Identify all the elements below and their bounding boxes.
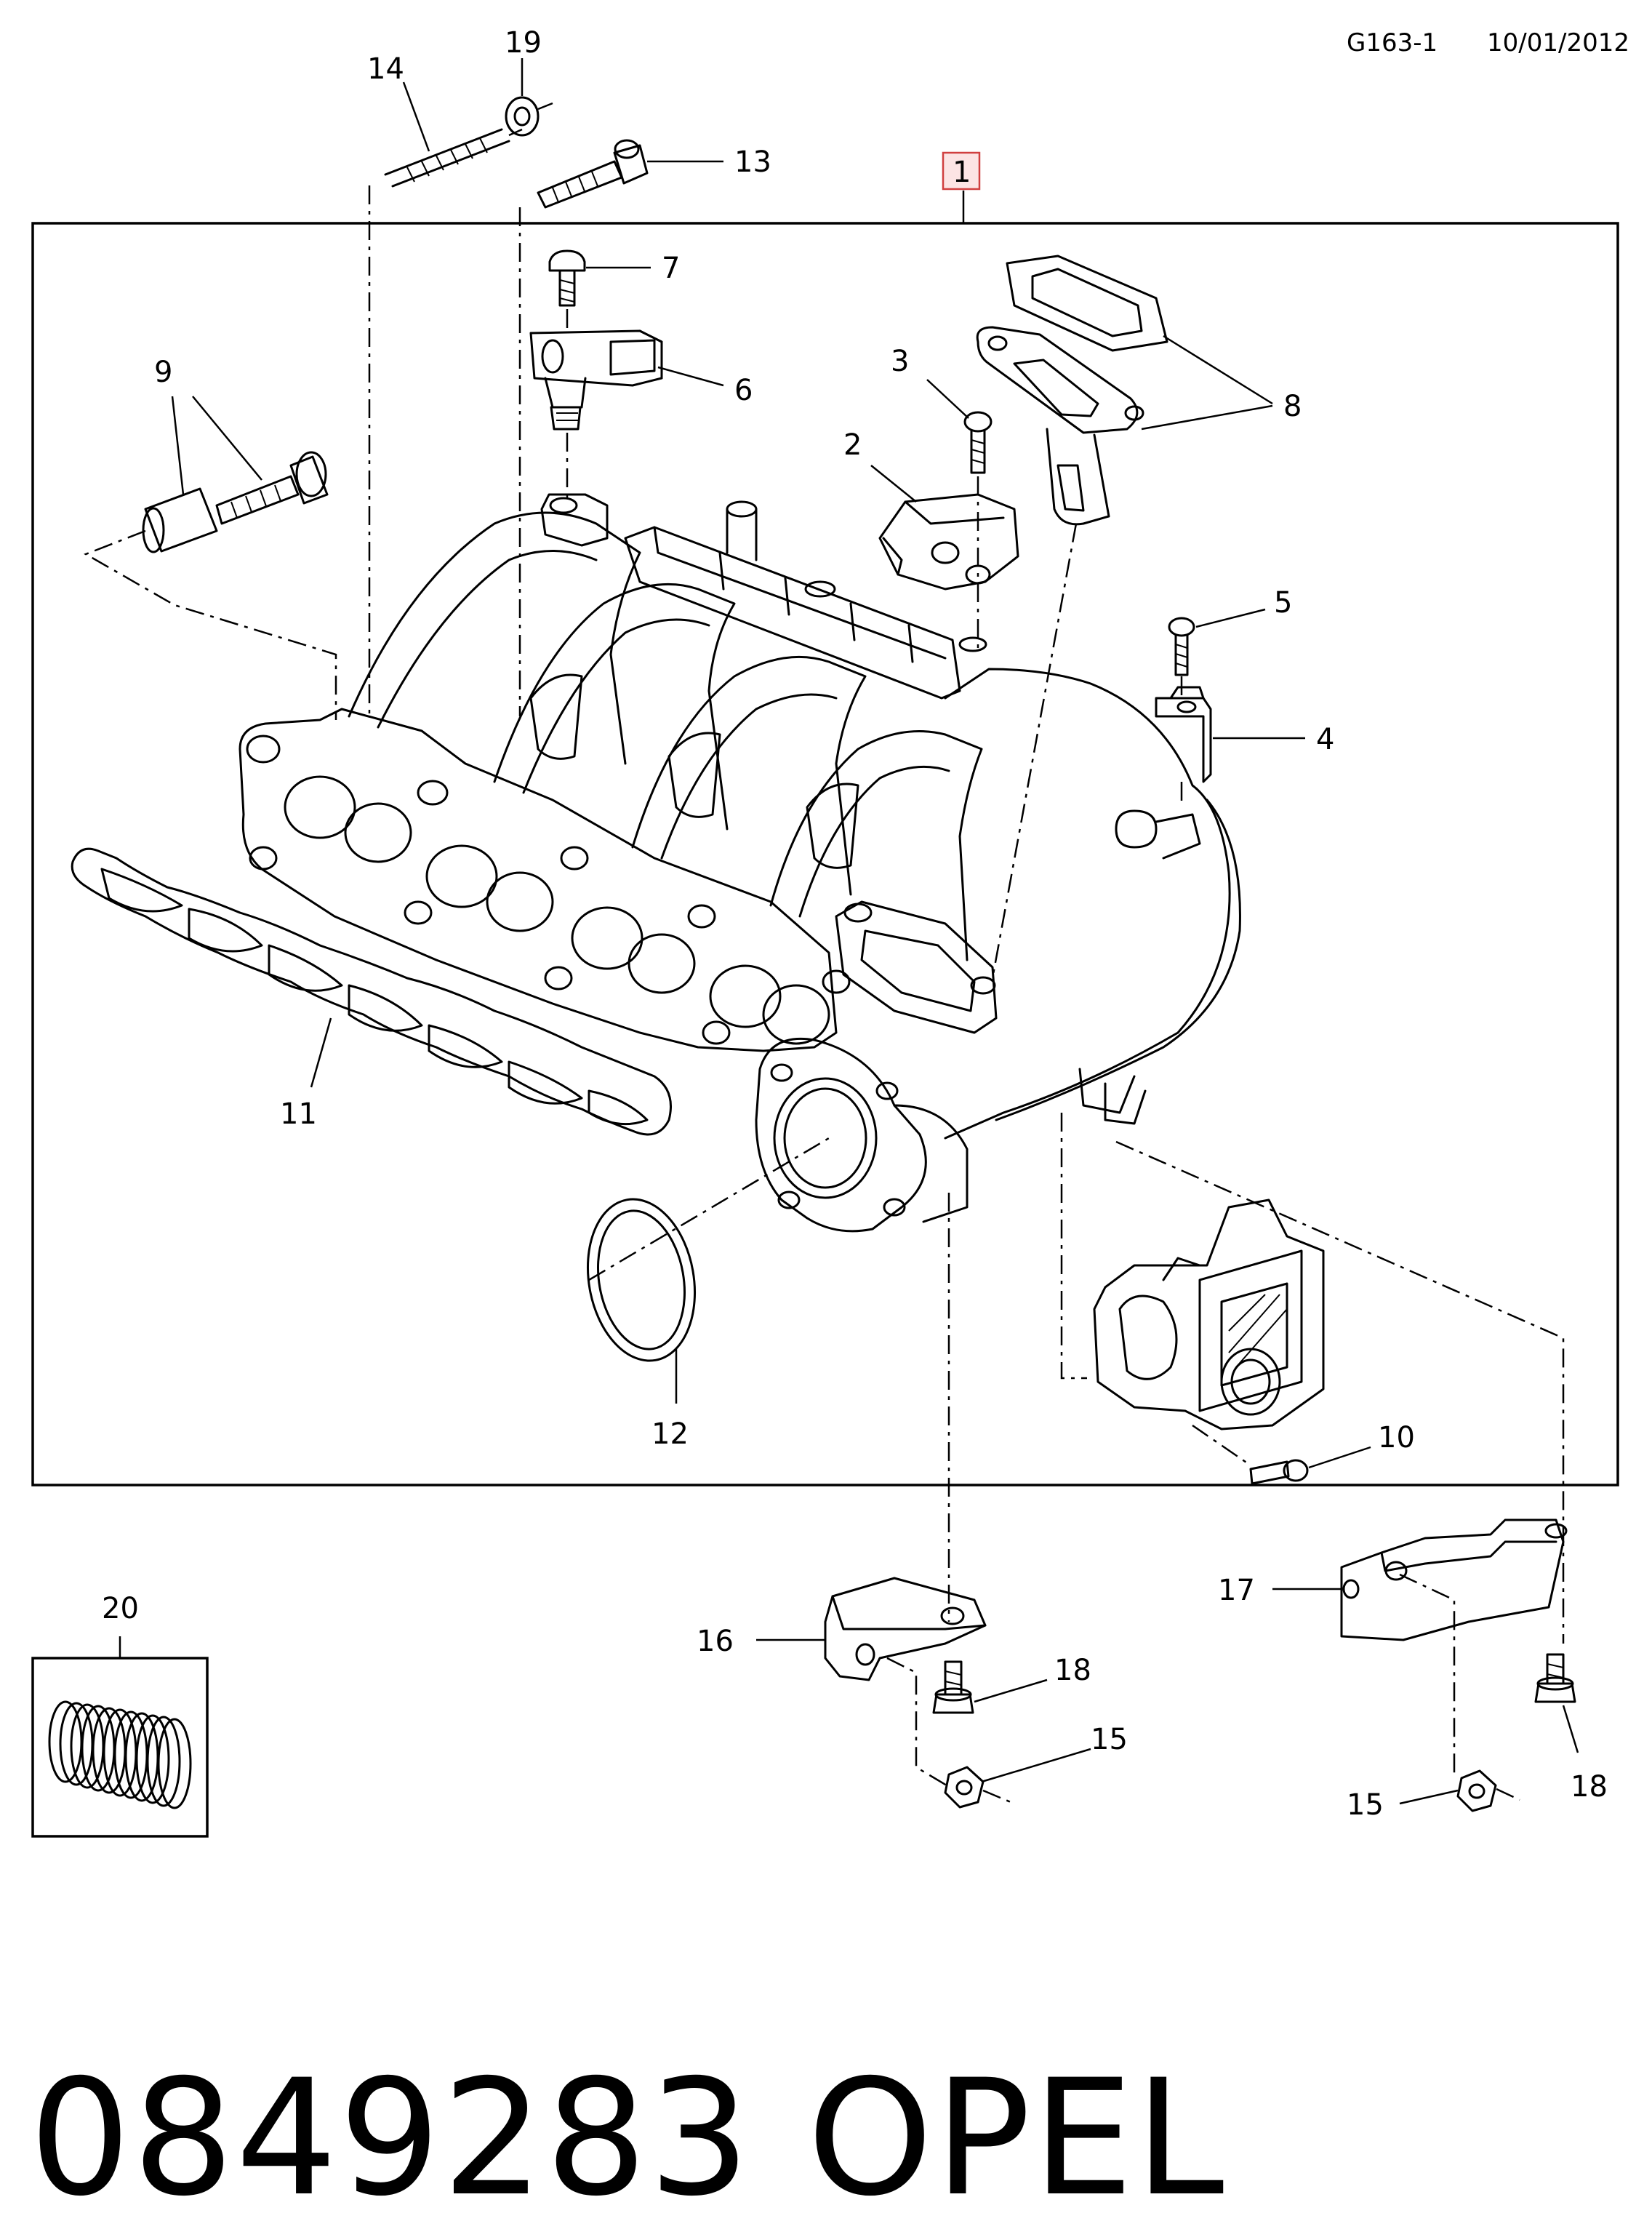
align-8 xyxy=(991,523,1078,979)
part-20-hose[interactable] xyxy=(48,1700,192,1809)
callout-16: 16 xyxy=(697,1625,734,1658)
part-3-screw[interactable] xyxy=(963,411,993,474)
part-18-bolt-b[interactable] xyxy=(1534,1653,1576,1703)
align-10 xyxy=(1192,1424,1251,1467)
leader-15a xyxy=(981,1748,1091,1783)
leader-15b xyxy=(1399,1789,1459,1805)
leader-9 xyxy=(171,396,262,495)
part-15-nut-b[interactable] xyxy=(1456,1769,1497,1812)
part-6-map-sensor[interactable] xyxy=(529,329,663,431)
leader-14 xyxy=(402,81,430,152)
leader-18b xyxy=(1562,1705,1579,1753)
callout-15a: 15 xyxy=(1091,1723,1128,1756)
part-2-bracket[interactable] xyxy=(878,493,1019,591)
callout-5: 5 xyxy=(1274,586,1292,620)
part-number: 0849283 xyxy=(29,2045,752,2231)
leader-11 xyxy=(310,1017,332,1088)
align-throttle-left xyxy=(1060,1113,1087,1380)
part-16-bracket[interactable] xyxy=(824,1577,987,1681)
assembly-callout-box[interactable] xyxy=(942,151,981,191)
callout-7: 7 xyxy=(662,252,680,285)
align-15a xyxy=(886,1657,1011,1804)
leader-2 xyxy=(870,465,917,503)
part-14-stud[interactable] xyxy=(384,128,523,188)
part-12-throttle-seal[interactable] xyxy=(576,1190,707,1369)
align-9 xyxy=(84,529,337,720)
leader-10 xyxy=(1308,1446,1371,1469)
part-17-bracket[interactable] xyxy=(1340,1518,1568,1641)
part-5-screw[interactable] xyxy=(1168,617,1195,676)
diagram-date: 10/01/2012 xyxy=(1487,28,1629,57)
part-9-stud-spacer[interactable] xyxy=(142,451,329,553)
assembly-frame xyxy=(31,222,1619,1486)
intake-manifold[interactable] xyxy=(238,493,1241,1233)
callout-14: 14 xyxy=(367,52,404,86)
callout-19: 19 xyxy=(505,26,542,60)
part-11-manifold-gasket[interactable] xyxy=(71,847,672,1136)
leader-6 xyxy=(657,366,724,387)
part-4-clip[interactable] xyxy=(1155,686,1212,783)
callout-1: 1 xyxy=(953,156,971,189)
part-19-nut[interactable] xyxy=(505,96,553,137)
callout-20: 20 xyxy=(102,1592,139,1625)
brand-name: OPEL xyxy=(807,2045,1226,2231)
callout-11: 11 xyxy=(280,1097,317,1131)
part-18-bolt-a[interactable] xyxy=(932,1660,974,1714)
callout-18b: 18 xyxy=(1571,1770,1608,1804)
leader-5 xyxy=(1195,608,1266,628)
part-throttle-body[interactable] xyxy=(1093,1198,1325,1430)
callout-2: 2 xyxy=(843,428,862,462)
callout-8: 8 xyxy=(1283,390,1302,423)
leader-18a xyxy=(974,1678,1048,1703)
callout-17: 17 xyxy=(1218,1574,1255,1607)
part-8-gaskets[interactable] xyxy=(976,255,1168,526)
leader-3 xyxy=(926,379,969,419)
part-15-nut-a[interactable] xyxy=(944,1766,985,1809)
callout-3: 3 xyxy=(891,345,909,378)
diagram-code: G163-1 xyxy=(1347,28,1438,57)
part-13-bolt[interactable] xyxy=(537,139,649,209)
align-12 xyxy=(588,1137,830,1281)
leader-8 xyxy=(1141,335,1273,431)
part-7-screw[interactable] xyxy=(548,249,586,307)
part-20-box xyxy=(31,1657,209,1838)
callout-4: 4 xyxy=(1316,723,1334,756)
callout-13: 13 xyxy=(734,145,771,179)
callout-15b: 15 xyxy=(1347,1788,1384,1822)
callout-18a: 18 xyxy=(1054,1654,1091,1687)
align-15b xyxy=(1399,1573,1520,1801)
align-throttle-right xyxy=(1115,1140,1565,1527)
callout-12: 12 xyxy=(651,1417,689,1451)
callout-10: 10 xyxy=(1378,1421,1415,1454)
callout-6: 6 xyxy=(734,374,753,407)
callout-9: 9 xyxy=(154,356,172,389)
part-10-screw[interactable] xyxy=(1249,1459,1309,1485)
